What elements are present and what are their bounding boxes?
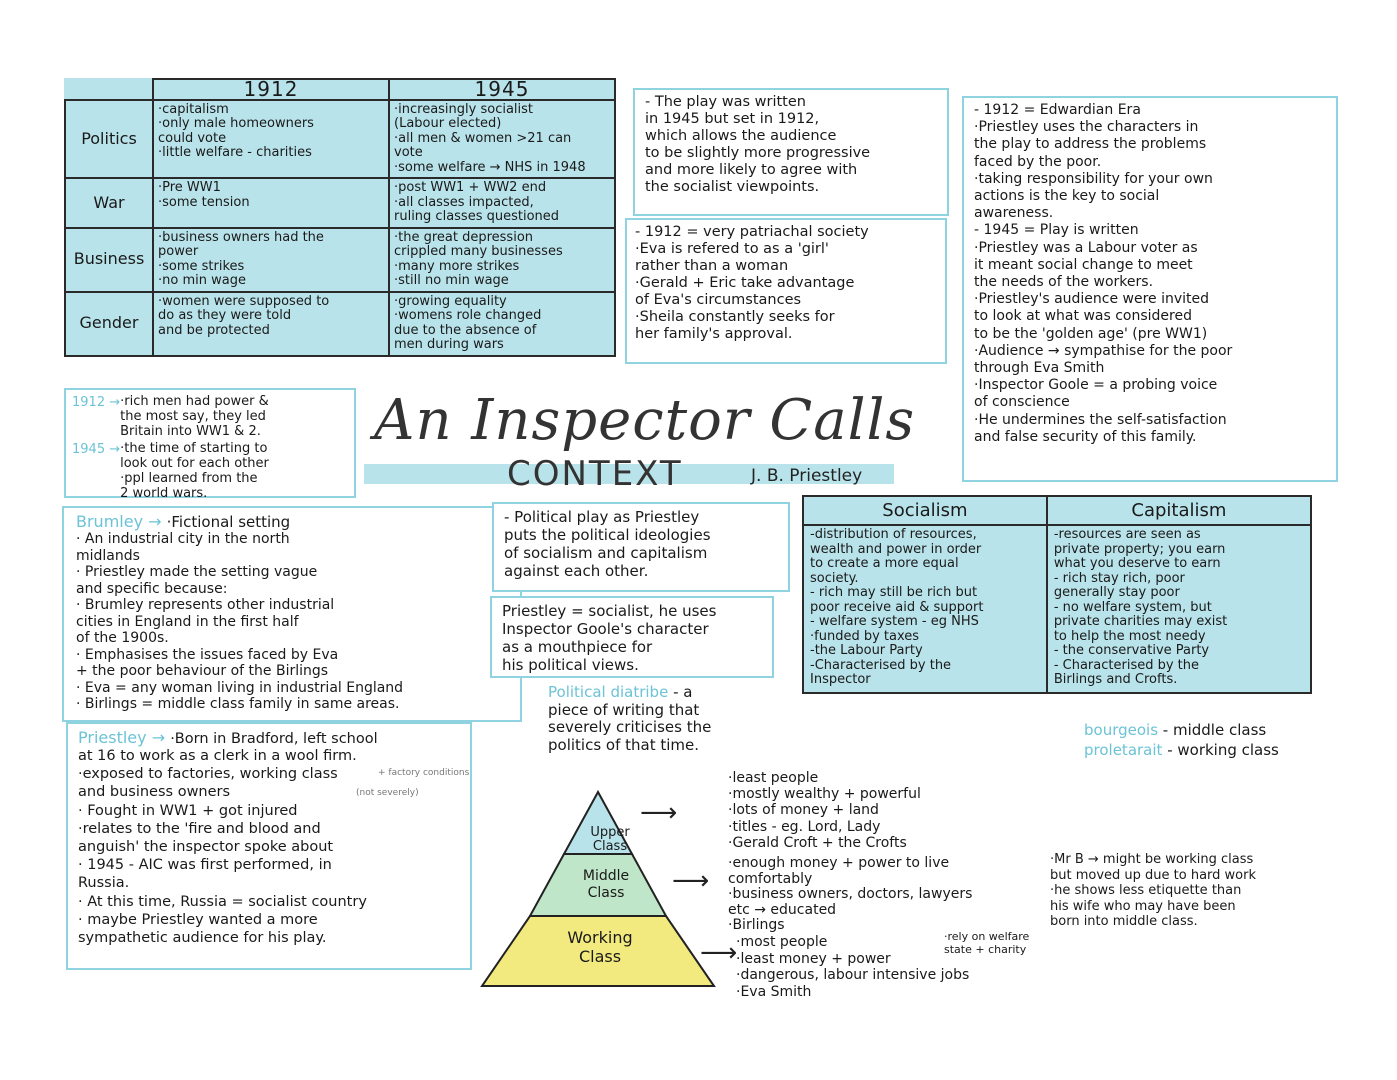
business-1912: ·business owners had the power ·some str… [152, 226, 390, 293]
political-play-note: - Political play as Priestley puts the p… [492, 502, 790, 592]
war-1912: ·Pre WW1 ·some tension [152, 177, 390, 229]
middle-class-notes: ·enough money + power to live comfortabl… [728, 855, 973, 933]
author-name: J. B. Priestley [751, 466, 863, 486]
upper-class-label: Upper Class [590, 825, 630, 854]
table-corner [65, 79, 154, 101]
capitalism-header: Capitalism [1045, 495, 1313, 526]
row-label-business: Business [64, 226, 154, 293]
table-row: -distribution of resources, wealth and p… [802, 524, 1313, 694]
upper-arrow-icon: ⟶ [640, 798, 678, 828]
factory-aside: + factory conditions [378, 768, 470, 778]
working-class-label: Working Class [567, 928, 633, 966]
business-1945: ·the great depression crippled many busi… [388, 226, 616, 293]
priestley-heading: Priestley → [78, 728, 166, 747]
year-1912-label: 1912 → [72, 395, 121, 410]
brumley-subtitle: ·Fictional setting [166, 513, 291, 531]
working-class-notes: ·most people ·least money + power ·dange… [736, 934, 970, 1000]
bourgeois-term: bourgeois [1084, 721, 1159, 739]
col-1945-header: 1945 [388, 78, 616, 101]
comparison-table: 1912 1945 Politics ·capitalism ·only mal… [64, 78, 616, 357]
table-row: War ·Pre WW1 ·some tension ·post WW1 + W… [64, 177, 616, 229]
rich-men-text: ·rich men had power & the most say, they… [120, 394, 269, 439]
gender-1945: ·growing equality ·womens role changed d… [388, 290, 616, 357]
pyramid-working-tier [480, 915, 716, 987]
table-row: Business ·business owners had the power … [64, 226, 616, 293]
bourgeois-definition: bourgeois - middle class [1084, 722, 1266, 739]
priestley-body: at 16 to work as a clerk in a wool firm.… [78, 748, 367, 947]
context-heading: CONTEXT [507, 454, 683, 494]
bourgeois-text: - middle class [1158, 721, 1267, 739]
proletariat-text: - working class [1162, 741, 1279, 759]
middle-arrow-icon: ⟶ [672, 866, 710, 896]
socialism-points: -distribution of resources, wealth and p… [802, 524, 1048, 694]
mr-birling-note: ·Mr B → might be working class but moved… [1050, 852, 1257, 929]
year-1945-label: 1945 → [72, 442, 121, 457]
col-1912-header: 1912 [152, 78, 390, 101]
proletariat-definition: proletarait - working class [1084, 742, 1279, 759]
priestley-socialist-note: Priestley = socialist, he uses Inspector… [490, 596, 774, 678]
rich-men-note: 1912 → ·rich men had power & the most sa… [64, 388, 356, 501]
upper-class-notes: ·least people ·mostly wealthy + powerful… [728, 770, 921, 851]
welfare-aside: ·rely on welfare state + charity [944, 930, 1030, 956]
brumley-heading: Brumley → [76, 512, 162, 531]
diatribe-definition: Political diatribe - a piece of writing … [548, 683, 788, 754]
page-title: An Inspector Calls [374, 388, 916, 453]
row-label-war: War [64, 177, 154, 229]
war-1945: ·post WW1 + WW2 end ·all classes impacte… [388, 177, 616, 229]
play-written-note: - The play was written in 1945 but set i… [633, 88, 949, 216]
brumley-note: Brumley → ·Fictional setting · An indust… [62, 506, 522, 722]
gender-1912: ·women were supposed to do as they were … [152, 290, 390, 357]
injured-aside: (not severely) [356, 788, 419, 798]
ideology-table: Socialism Capitalism -distribution of re… [802, 495, 1313, 694]
capitalism-points: -resources are seen as private property;… [1045, 524, 1313, 694]
politics-1912: ·capitalism ·only male homeowners could … [152, 98, 390, 179]
socialism-header: Socialism [802, 495, 1048, 526]
eras-note: - 1912 = Edwardian Era ·Priestley uses t… [962, 96, 1338, 482]
priestley-first-line: ·Born in Bradford, left school [170, 731, 378, 747]
working-arrow-icon: ⟶ [700, 938, 738, 968]
time-1945-text: ·the time of starting to look out for ea… [120, 441, 269, 501]
class-pyramid [480, 789, 716, 987]
diatribe-text: - a piece of writing that severely criti… [548, 683, 712, 754]
priestley-bio-note: Priestley → ·Born in Bradford, left scho… [66, 722, 472, 970]
middle-class-label: Middle Class [582, 868, 630, 901]
patriarchal-note: - 1912 = very patriachal society ·Eva is… [625, 218, 947, 364]
title-highlight [364, 464, 894, 484]
table-row: Gender ·women were supposed to do as the… [64, 290, 616, 357]
brumley-body: · An industrial city in the north midlan… [76, 531, 404, 712]
row-label-politics: Politics [64, 98, 154, 179]
table-row: Politics ·capitalism ·only male homeowne… [64, 98, 616, 179]
proletariat-term: proletarait [1084, 741, 1163, 759]
row-label-gender: Gender [64, 290, 154, 357]
diatribe-term: Political diatribe [548, 683, 669, 701]
politics-1945: ·increasingly socialist (Labour elected)… [388, 98, 616, 179]
